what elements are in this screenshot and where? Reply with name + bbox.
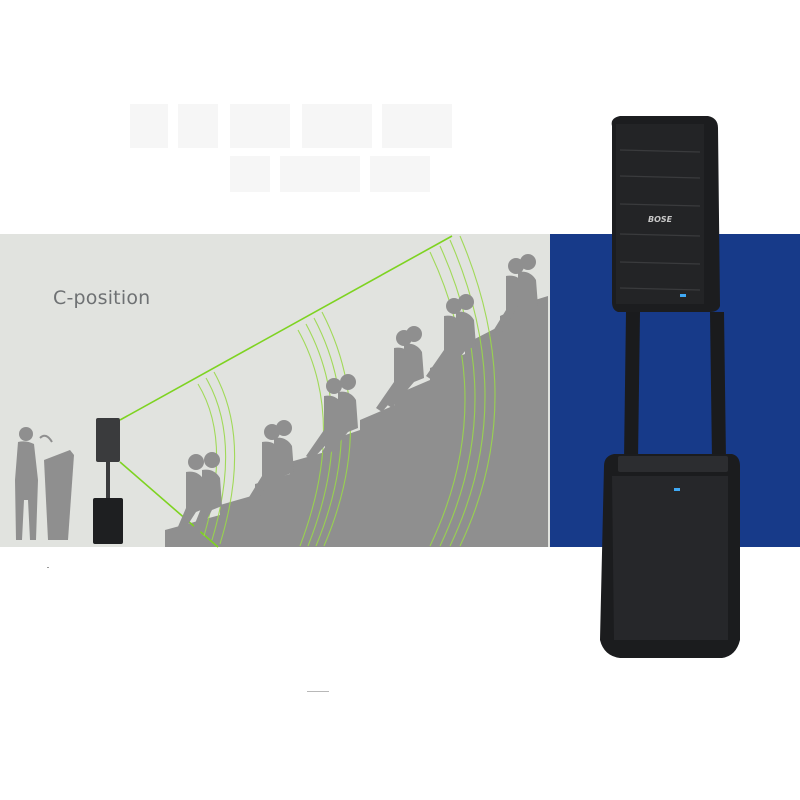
presenter-silhouette: [15, 427, 74, 540]
decorative-underline: [307, 691, 329, 692]
brand-logo: BOSE: [648, 215, 673, 224]
small-speaker-icon: [93, 418, 123, 544]
support-pole-icon: [624, 312, 726, 460]
audience-silhouette: [174, 254, 538, 540]
status-led-icon: [680, 294, 686, 297]
faded-heading-graphic: [130, 104, 452, 192]
beam-lines: [119, 235, 453, 548]
subwoofer-speaker-icon: [600, 454, 740, 658]
position-label: C-position: [53, 287, 151, 309]
array-speaker-icon: [611, 116, 720, 312]
status-led-icon: [674, 488, 680, 491]
decorative-dot: [47, 567, 49, 568]
